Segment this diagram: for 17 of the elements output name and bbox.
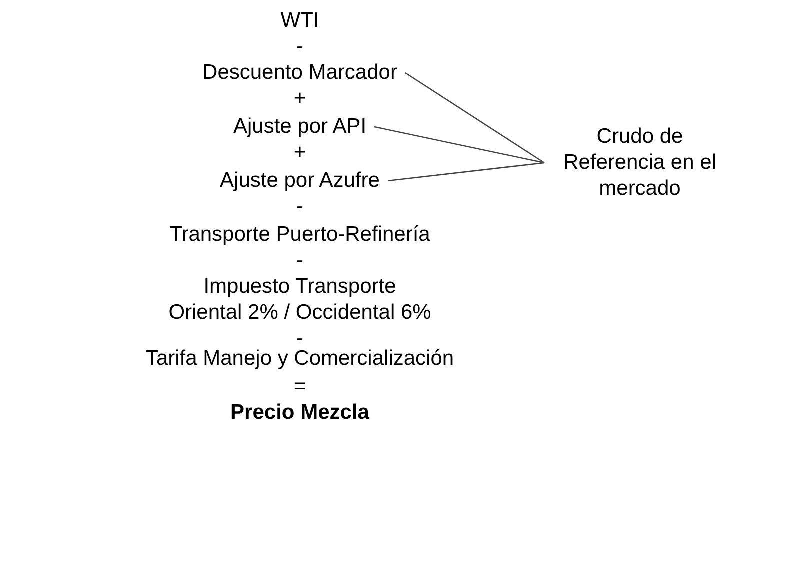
- connector-line: [405, 72, 545, 164]
- formula-term: Impuesto Transporte Oriental 2% / Occidental 6%: [168, 274, 432, 326]
- connector-line: [388, 162, 545, 182]
- formula-term: Ajuste por API: [233, 114, 367, 140]
- formula-term: Transporte Puerto-Refinería: [170, 222, 430, 248]
- connector-line: [374, 126, 545, 164]
- operator-sign: -: [296, 248, 304, 274]
- formula-term: WTI: [280, 8, 320, 34]
- operator-sign: -: [296, 194, 304, 220]
- result-text: Crudo de Referencia en el mercado: [552, 124, 728, 202]
- operator-sign: +: [294, 140, 306, 166]
- operator-sign: -: [296, 34, 304, 60]
- formula-term: Descuento Marcador: [202, 60, 398, 86]
- result-term: Precio Mezcla: [230, 400, 370, 426]
- operator-sign: +: [294, 86, 306, 112]
- operator-sign: =: [294, 374, 306, 400]
- formula-term: Ajuste por Azufre: [220, 168, 380, 194]
